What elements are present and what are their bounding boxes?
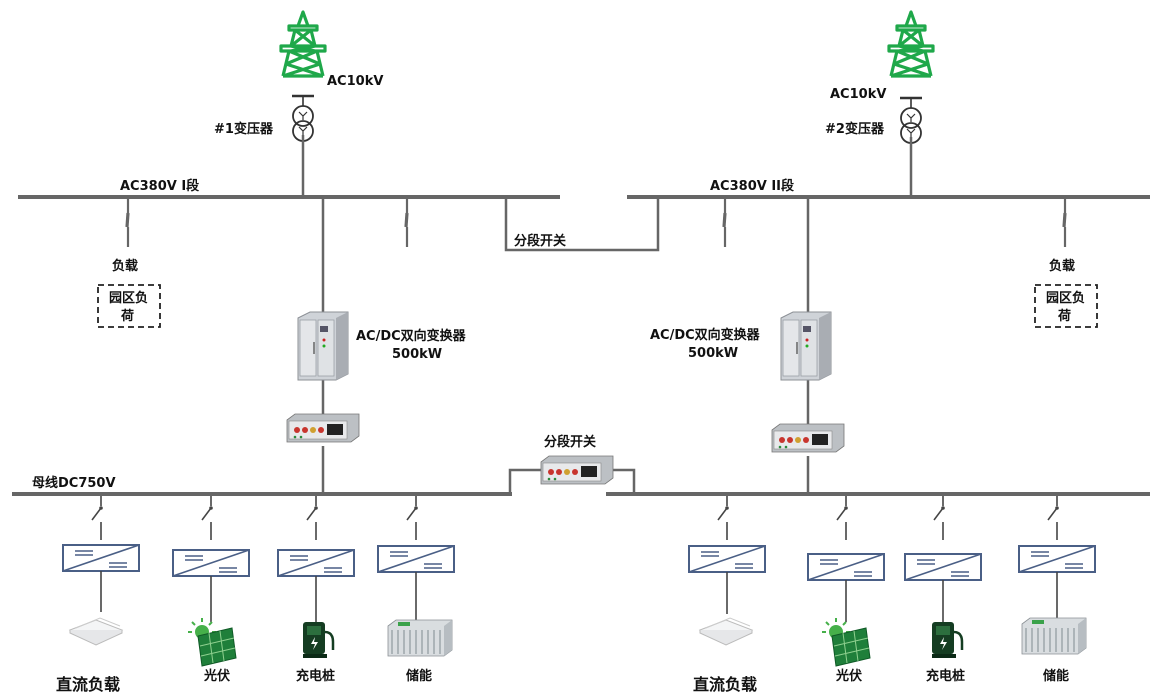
dcdc-converter-icon — [689, 546, 765, 572]
dc-load-left-label: 直流负载 — [56, 675, 120, 693]
converter-left-power: 500kW — [392, 347, 442, 362]
dc-section-switch-label: 分段开关 — [544, 434, 596, 450]
park-load-right-label-1: 园区负 — [1046, 290, 1085, 306]
dc-switch-icon — [407, 496, 418, 540]
control-panel-icon — [287, 414, 359, 442]
dc-switch-icon — [307, 496, 318, 540]
dc-bus-label: 母线DC750V — [32, 475, 116, 491]
ac-bus-left-label: AC380V I段 — [120, 178, 199, 194]
transformer-icon — [292, 96, 314, 141]
dcdc-converter-icon — [1019, 546, 1095, 572]
charging-pile-icon — [303, 622, 333, 658]
solar-panel-icon — [188, 618, 236, 666]
ac-bus-right-label: AC380V II段 — [710, 178, 794, 194]
dcdc-converter-icon — [808, 554, 884, 580]
storage-left-label: 储能 — [405, 668, 432, 684]
ac-section-switch-label: 分段开关 — [514, 233, 566, 249]
dc-load-icon — [700, 618, 752, 645]
control-panel-icon — [772, 424, 844, 452]
battery-storage-icon — [388, 620, 452, 656]
transformer2-label: #2变压器 — [825, 121, 885, 137]
dc-switch-icon — [837, 496, 848, 540]
transformer-icon — [900, 98, 922, 143]
load-right-label: 负载 — [1049, 258, 1075, 274]
charger-left-label: 充电桩 — [296, 668, 335, 684]
park-load-left-label-1: 园区负 — [109, 290, 148, 306]
converter-left-name: AC/DC双向变换器 — [356, 328, 467, 344]
dc-load-icon — [70, 618, 122, 645]
pv-right-label: 光伏 — [835, 668, 862, 684]
dcdc-converter-icon — [278, 550, 354, 576]
solar-panel-icon — [822, 618, 870, 666]
dc-load-right-label: 直流负载 — [693, 675, 757, 693]
transformer1-label: #1变压器 — [214, 121, 274, 137]
dc-switch-icon — [92, 496, 103, 540]
breaker-icon — [1064, 199, 1065, 247]
storage-right-label: 储能 — [1042, 668, 1069, 684]
charger-right-label: 充电桩 — [926, 668, 965, 684]
dcdc-converter-icon — [173, 550, 249, 576]
dcdc-converter-icon — [378, 546, 454, 572]
dcdc-converter-icon — [905, 554, 981, 580]
pv-left-label: 光伏 — [203, 668, 230, 684]
load-left-label: 负载 — [112, 258, 138, 274]
control-panel-icon — [541, 456, 613, 484]
power-tower-icon — [889, 12, 933, 76]
ac10kv-right-label: AC10kV — [830, 87, 886, 102]
breaker-icon — [724, 199, 725, 247]
park-load-right-label-2: 荷 — [1057, 308, 1071, 324]
converter-cabinet-icon — [781, 312, 831, 380]
dcdc-converter-icon — [63, 545, 139, 571]
dc-switch-icon — [202, 496, 213, 540]
charging-pile-icon — [932, 622, 962, 658]
dc-switch-icon — [1048, 496, 1059, 540]
converter-right-name: AC/DC双向变换器 — [650, 327, 761, 343]
dc-switch-icon — [718, 496, 729, 540]
ac10kv-left-label: AC10kV — [327, 74, 383, 89]
dc-switch-icon — [934, 496, 945, 540]
battery-storage-icon — [1022, 618, 1086, 654]
converter-cabinet-icon — [298, 312, 348, 380]
converter-right-power: 500kW — [688, 346, 738, 361]
park-load-left-label-2: 荷 — [120, 308, 134, 324]
breaker-icon — [406, 199, 407, 247]
power-tower-icon — [281, 12, 325, 76]
breaker-icon — [127, 199, 128, 247]
